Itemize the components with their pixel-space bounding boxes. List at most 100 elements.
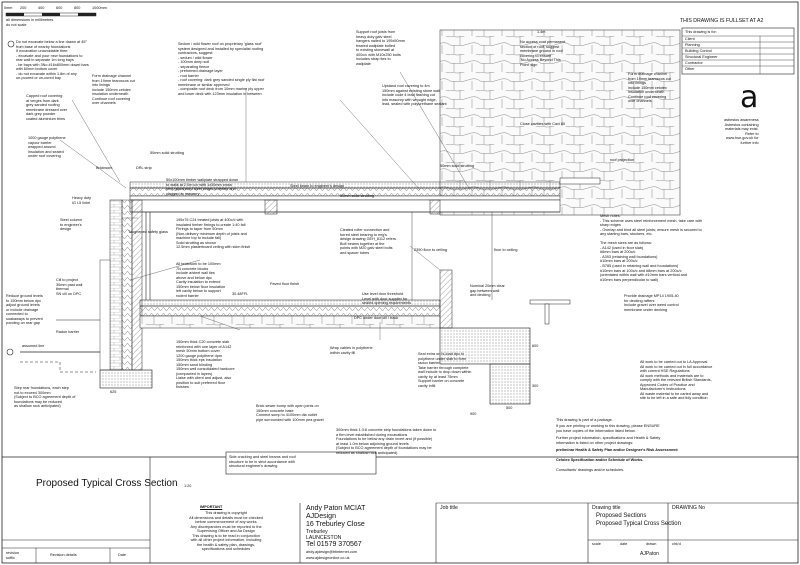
revision-details: Revision details (50, 553, 77, 557)
revision-date: Date (118, 553, 127, 557)
note-timber-wallplate: 50x100mm timber wallplate strapped down … (166, 178, 239, 196)
note-steel-beam: Steel beam to engineer's design (290, 184, 345, 188)
scale-note: all dimensions in millimetres do not sca… (6, 18, 54, 27)
drawing-for-structural-engineer: Structural Engineer (685, 55, 718, 59)
drawing-title-line-1: Proposed Sections (596, 513, 647, 519)
note-step-rear: Step rear foundations, each step not to … (14, 386, 76, 409)
company-area: Treburley (306, 529, 328, 535)
note-support-joists: Support roof joists from heavy duty galv… (356, 30, 405, 66)
note-cleated-roller: Cleated roller connection and furred ste… (340, 228, 396, 255)
package-line-3: Further project information, specificati… (556, 436, 661, 445)
level-mark: 30.48FFL (232, 292, 249, 296)
note-vapour-barrier: 1000 gauge polythene vapour barrier wrap… (28, 136, 66, 159)
note-solid-strutting-mid: 50mm solid strutting (340, 194, 374, 198)
note-close-cavities: Close cavities with Cavi 80 (520, 122, 566, 126)
note-ground-levels: Reduce ground levels to 150mm below dpc … (6, 294, 43, 326)
drawing-no-label: DRAWING No (672, 505, 705, 511)
drawing-for-other: Other (685, 67, 695, 71)
dim-300: 300 (532, 384, 539, 388)
package-line-6: Consultants' drawings and/or schedules. (556, 468, 625, 472)
note-mesh: Mesh notes: - This scheme uses steel rei… (600, 214, 703, 282)
scale-label-800: 800 (74, 6, 81, 10)
dim-1-4m: 1.4m (537, 30, 546, 34)
note-foundations: Do not excavate below a line drawn at 45… (16, 40, 89, 81)
footer-scale: scale (592, 542, 601, 546)
drawing-for-client: Client (685, 37, 695, 41)
scale-label-400: 400 (38, 6, 45, 10)
decking (529, 299, 571, 325)
note-drainage: Provide drainage MP14 1905-40 for deckin… (624, 294, 679, 312)
note-access-coat: No access coat permanent section of roof… (520, 40, 566, 67)
note-form-drainage-right: Form drainage channel from 19mm tearosco… (628, 72, 671, 104)
drawing-for-contractor: Contractor (685, 61, 703, 65)
note-slab: 150mm thick C20 concrete slab reinforced… (176, 340, 235, 390)
scale-bar-graphic (5, 12, 97, 17)
note-upstand: Upstand roof covering to 4m 150mm agains… (382, 84, 447, 107)
package-line-5: Celotex Specification and/or Schedule of… (556, 458, 644, 462)
footer-drawn-value: AJPaton (640, 551, 659, 557)
note-joists: 195x75 C24 treated joists at 400c/c with… (176, 218, 251, 250)
note-dpc: Use level door threshold Level with door… (362, 292, 411, 306)
company-name: Andy Paton MCIAT (306, 505, 366, 512)
company-town: LAUNCESTON (306, 535, 342, 541)
note-toughened-glazing: Toughened safety glass (128, 230, 168, 234)
company-tel: Tel 01579 370567 (306, 541, 362, 548)
important-body: This drawing is copyright All dimensions… (189, 511, 263, 552)
note-dpc-under-door: DPC under door cill / track (354, 316, 399, 320)
note-solid-strutting-left: 50mm solid strutting (150, 151, 184, 155)
dim-900: 900 (470, 412, 477, 416)
note-wrap-cables: Wrap cables in polythene within cavity f… (330, 346, 373, 355)
section-title: Proposed Typical Cross Section (36, 478, 178, 489)
note-floor-to-ceiling-2: floor to ceiling (494, 248, 518, 252)
sheet-size-note: THIS DRAWING IS FULLSET AT A2 (680, 18, 764, 24)
note-paved-floor: Paved floor finish (270, 282, 300, 286)
scale-label-200: 200 (20, 6, 27, 10)
note-all-brickwork: All brickwork to be 100mm 7N concrete bl… (176, 262, 226, 298)
note-floor-to-ceiling-1: 2390 floor to ceiling (414, 248, 447, 252)
scale-label-600: 600 (56, 6, 63, 10)
roof-structure (129, 177, 601, 215)
note-roof-projection: roof projection (610, 158, 635, 162)
note-foundation-strip: 300mm thick 1:3:6 concrete strip foundat… (336, 428, 437, 455)
footer-chkd: chk'd (672, 542, 681, 546)
revision-suffix: revision suffix (6, 551, 20, 560)
drawing-for-building-control: Building Control (685, 49, 712, 53)
company-email: andy.ajdesign@btinternet.com (306, 550, 358, 554)
scale-label-0: 0mm (4, 6, 13, 10)
package-line-2: If you are printing or working to this d… (556, 424, 660, 433)
note-cill: Cill to project 30mm past wall thermal S… (56, 278, 83, 296)
note-general: All work to be carried out to LA Approva… (640, 360, 713, 401)
footer-drawn: drawn (646, 542, 657, 546)
note-drl-strip: DRL strip (136, 166, 152, 170)
asbestos-logo-icon: a (740, 80, 759, 115)
note-brick-sewer: Brick sewer bump with open joints on 150… (256, 404, 324, 422)
note-heavy-duty: Heavy duty IG L5 lintel (72, 196, 91, 205)
note-side-cracking: Side cracking and steel beams and roof s… (229, 455, 296, 469)
scale-label-1000: 1000mm (92, 6, 107, 10)
dim-500: 500 (506, 406, 513, 410)
footer-date: date (620, 542, 628, 546)
dim-600: 600 (532, 344, 539, 348)
dim-625: 625 (110, 390, 117, 394)
left-cavity-wall (99, 199, 143, 371)
note-assumed-line: assumed line (22, 344, 45, 348)
drawing-title-line-2: Proposed Typical Cross Section (596, 521, 681, 527)
note-nominal-gap: Nominal 20mm clear gap between wall and … (470, 284, 505, 298)
important-heading: IMPORTANT (200, 505, 223, 509)
note-foam-channel: Form drainage channel from 19mm tearosco… (92, 74, 135, 106)
note-solid-strutting-right: 50mm solid strutting (440, 164, 474, 168)
note-brickwork: Brickwork (96, 166, 113, 170)
company-street: 16 Treburley Close (306, 521, 365, 528)
note-radon-barrier: Radon barrier (56, 330, 80, 334)
floor-slab (139, 299, 441, 329)
company-web: www.ajdesignonline.co.uk (306, 556, 350, 560)
asbestos-note: asbestos awareness Asbestos containing m… (724, 118, 759, 145)
note-sedum-roof: Sedum / wild flower roof on proprietary … (178, 42, 265, 97)
note-steel-column: Steel column to engineer's design (60, 218, 82, 232)
package-line-4: preliminar Health & Safety Plan and/or D… (556, 448, 678, 452)
section-scale: 1:20 (184, 484, 192, 488)
company-firm: AJDesign (306, 513, 336, 520)
drawing-for-heading: This drawing is for: (685, 30, 717, 34)
foundations (99, 269, 531, 405)
